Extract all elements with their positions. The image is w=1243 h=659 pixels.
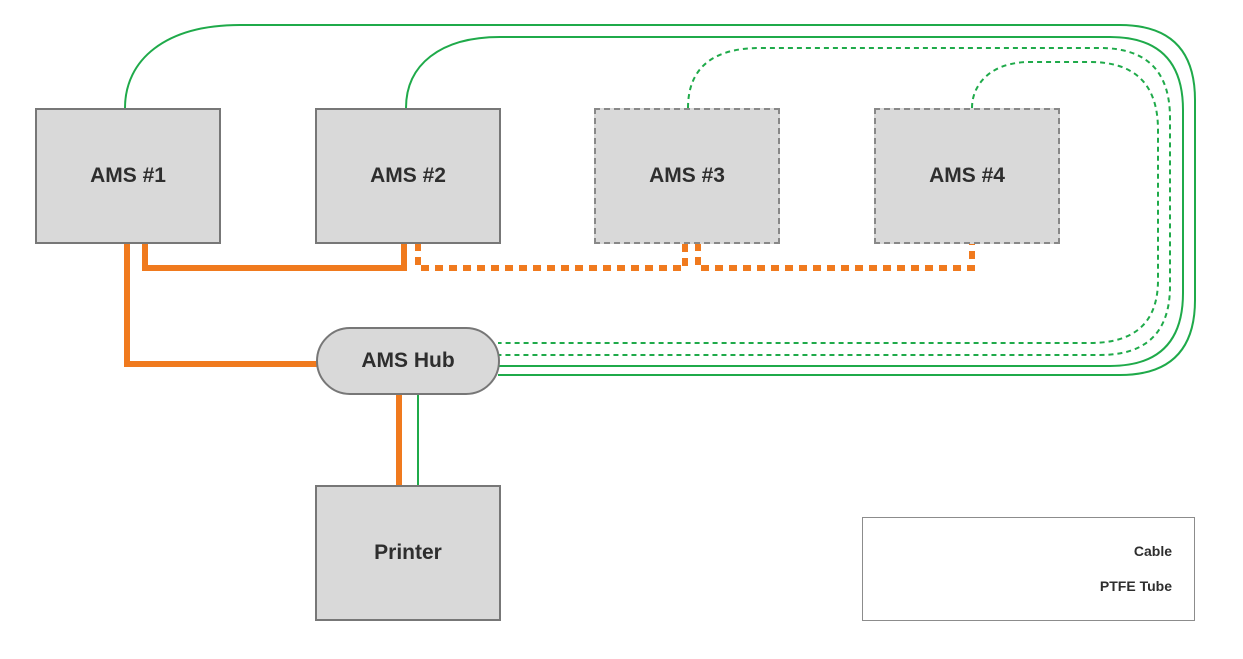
ams-3-box: AMS #3 bbox=[594, 108, 780, 244]
cable-ams1-ams2 bbox=[142, 243, 407, 271]
legend-cable-label: Cable bbox=[1133, 543, 1172, 559]
ptfe-tube-ams1 bbox=[124, 24, 1196, 376]
legend-ptfe-label: PTFE Tube bbox=[1099, 578, 1172, 594]
ams-4-box: AMS #4 bbox=[874, 108, 1060, 244]
ams-4-label: AMS #4 bbox=[929, 164, 1005, 187]
ams-1-label: AMS #1 bbox=[90, 164, 166, 187]
ams-2-box: AMS #2 bbox=[315, 108, 501, 244]
ams-2-label: AMS #2 bbox=[370, 164, 446, 187]
cable-ams3-ams4 bbox=[695, 243, 975, 271]
ams-hub-label: AMS Hub bbox=[361, 349, 455, 372]
ams-hub: AMS Hub bbox=[316, 327, 500, 395]
cable-ams2-ams3 bbox=[415, 243, 688, 271]
ams-1-box: AMS #1 bbox=[35, 108, 221, 244]
ams-3-label: AMS #3 bbox=[649, 164, 725, 187]
printer-label: Printer bbox=[374, 541, 442, 564]
printer-box: Printer bbox=[315, 485, 501, 621]
cable-ams1-hub bbox=[124, 243, 318, 367]
ptfe-tube-ams2 bbox=[405, 36, 1184, 367]
legend: Cable PTFE Tube bbox=[862, 517, 1195, 621]
